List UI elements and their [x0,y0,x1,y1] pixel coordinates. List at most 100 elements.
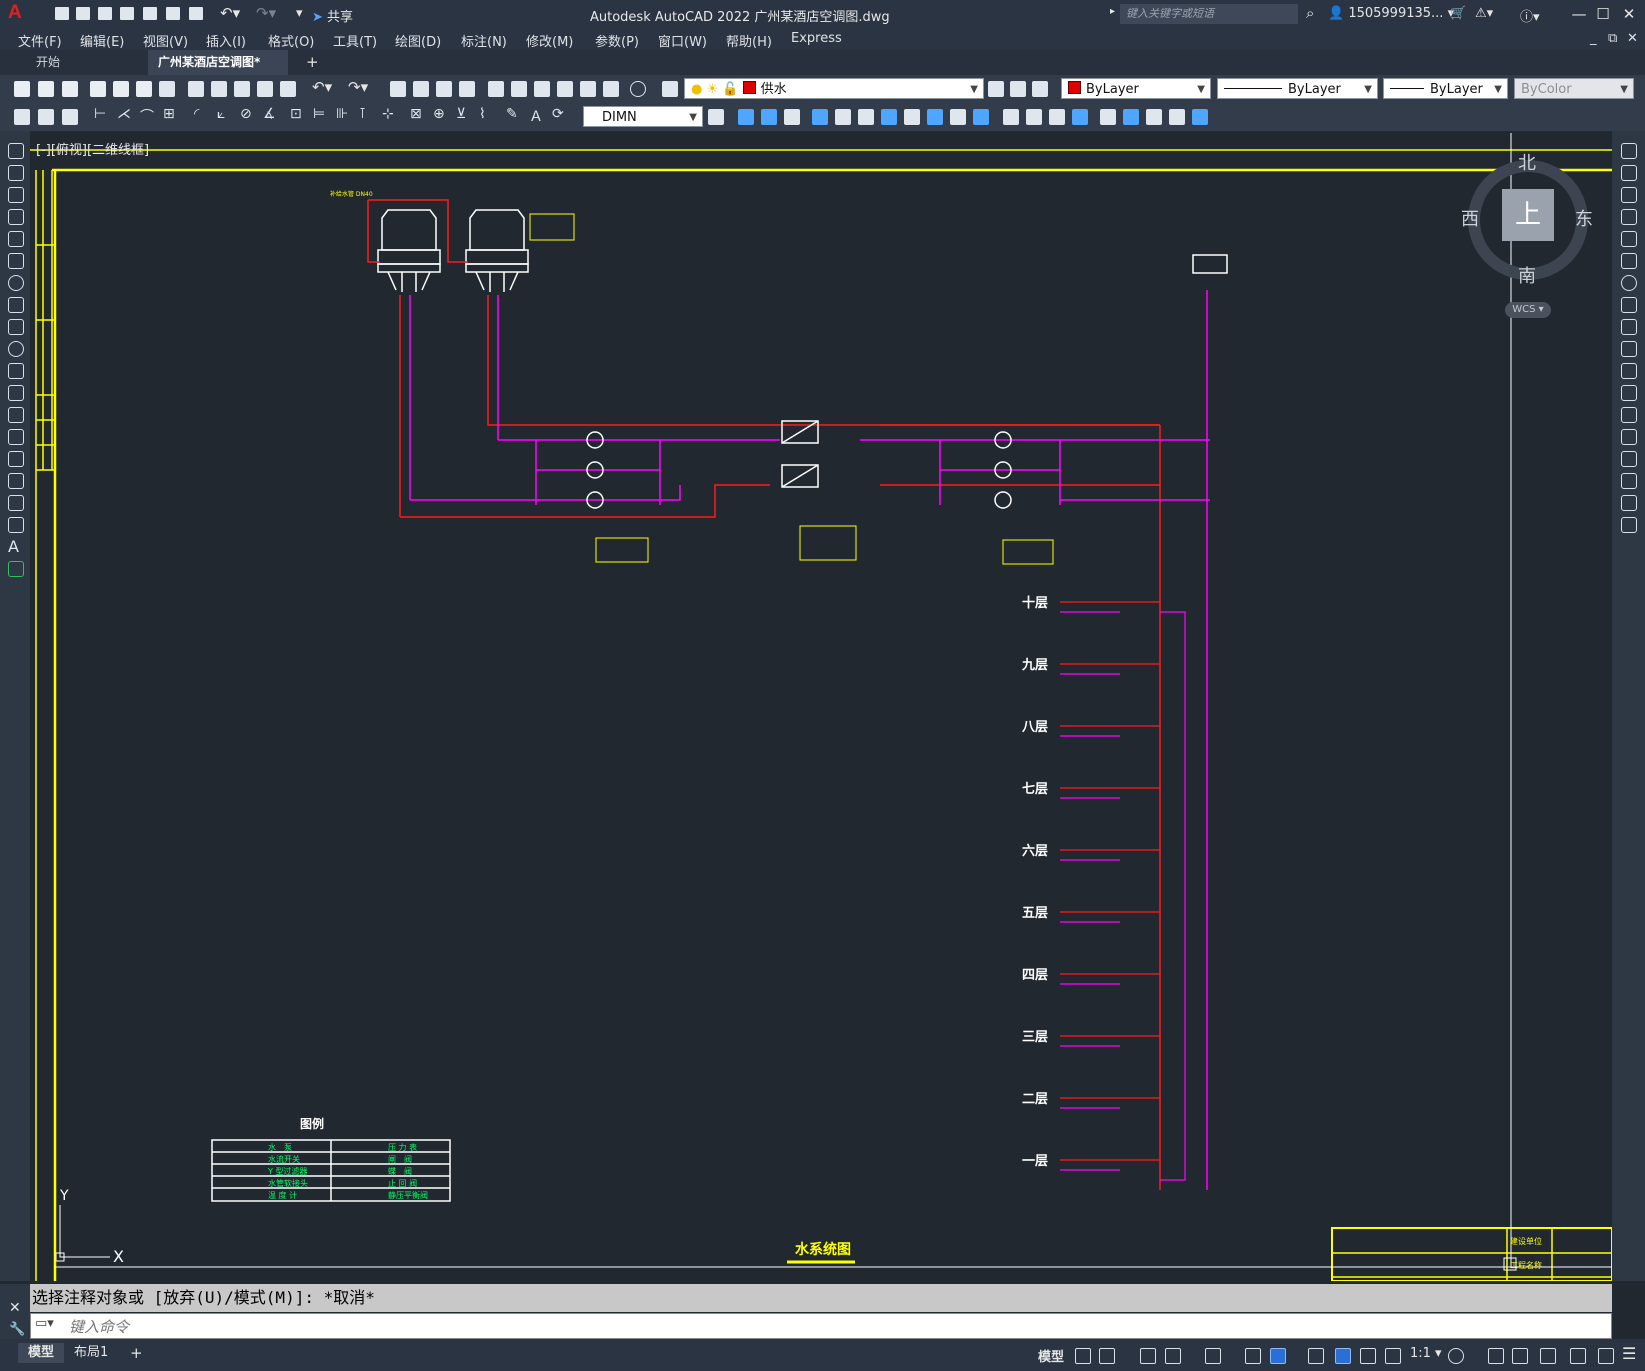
minimize-button[interactable]: — [1571,5,1587,23]
layer-walk-icon[interactable] [62,109,78,125]
new-file-icon[interactable] [55,7,69,20]
compass-south[interactable]: 南 [1518,266,1536,287]
move-icon[interactable] [858,109,874,125]
menu-file[interactable]: 文件(F) [18,35,62,50]
angular-dim-icon[interactable]: ∡ [263,106,276,122]
arc-icon[interactable] [8,253,24,269]
extend-icon[interactable] [973,109,989,125]
stretch-icon[interactable] [927,109,943,125]
publish-icon[interactable] [136,81,152,97]
3d-print-icon[interactable] [159,81,175,97]
draworder-icon[interactable] [1123,109,1139,125]
menu-insert[interactable]: 插入(I) [206,35,246,50]
explode-icon[interactable] [1100,109,1116,125]
wcs-menu[interactable]: WCS ▾ [1505,302,1551,318]
ordinate-dim-icon[interactable]: ⊞ [163,106,175,122]
scale-icon[interactable] [904,109,920,125]
center-mark-icon[interactable]: ⊕ [433,106,445,122]
menu-dimension[interactable]: 标注(N) [461,35,507,50]
auto-scale-icon[interactable] [1360,1348,1376,1364]
menu-format[interactable]: 格式(O) [268,35,315,50]
text-front-icon[interactable] [1192,109,1208,125]
customization-menu-icon[interactable]: ☰ [1622,1344,1637,1363]
continue-dim-icon[interactable]: ⊪ [336,106,349,122]
save-icon[interactable] [62,81,78,97]
radius-dim-icon[interactable]: ◜ [194,106,200,122]
menu-draw[interactable]: 绘图(D) [395,35,442,50]
fullscreen-icon[interactable] [1598,1348,1614,1364]
units-icon[interactable] [1512,1348,1528,1364]
quick-dim-icon[interactable]: ⊡ [290,106,302,122]
dim-style-icon[interactable] [708,109,724,125]
workspace-icon[interactable] [14,109,30,125]
break-icon[interactable] [1003,109,1019,125]
object-snap-icon[interactable] [1270,1348,1286,1364]
tool-palettes-icon[interactable] [534,81,550,97]
revcloud-icon[interactable] [8,297,24,313]
annotation-monitor-icon[interactable] [1488,1348,1504,1364]
scale-dropdown[interactable]: 1:1 ▾ [1410,1346,1442,1361]
join-icon[interactable] [1026,109,1042,125]
dim-space-icon[interactable]: ⊺ [359,106,367,122]
chamfer-icon[interactable] [1621,451,1637,467]
layer-match-icon[interactable] [1010,81,1026,97]
customize-icon[interactable]: 🔧 [9,1322,26,1337]
sheet-set-icon[interactable] [557,81,573,97]
construction-line-icon[interactable] [8,165,24,181]
join-icon[interactable] [1621,429,1637,445]
aligned-dim-icon[interactable]: ⋌ [117,106,131,122]
plot-icon[interactable] [90,81,106,97]
plot-icon[interactable] [189,7,203,20]
add-selected-icon[interactable] [8,561,24,577]
jogged-linear-icon[interactable]: ⌇ [479,106,486,122]
autocad-logo-icon[interactable]: A [8,2,22,23]
grid-icon[interactable] [1075,1348,1091,1364]
compass-west[interactable]: 西 [1461,209,1479,230]
point-icon[interactable] [8,429,24,445]
open-icon[interactable] [38,81,54,97]
lineweight-icon[interactable] [1308,1348,1324,1364]
dimstyle-dropdown[interactable]: DIMN ▼ [583,106,703,127]
menu-view[interactable]: 视图(V) [143,35,189,50]
erase-icon[interactable] [1621,143,1637,159]
menu-express[interactable]: Express [791,31,842,46]
arc-length-dim-icon[interactable]: ⌒ [140,109,154,125]
baseline-dim-icon[interactable]: ⊨ [313,106,326,122]
blend-curves-icon[interactable] [1621,495,1637,511]
block-editor-icon[interactable] [280,81,296,97]
tab-model[interactable]: 模型 [18,1343,65,1363]
erase-icon[interactable] [738,109,754,125]
color-dropdown[interactable]: ByLayer ▼ [1061,78,1211,99]
copy-object-icon[interactable] [761,109,777,125]
trim-icon[interactable] [1621,341,1637,357]
menu-tools[interactable]: 工具(T) [333,35,378,50]
help-icon[interactable] [630,81,646,97]
zoom-realtime-icon[interactable] [413,81,429,97]
ellipse-icon[interactable] [8,341,24,357]
search-input[interactable]: 键入关键字或短语 [1120,4,1298,24]
object-snap-tracking-icon[interactable] [1245,1348,1261,1364]
isodraft-icon[interactable] [1205,1348,1221,1364]
expand-search-icon[interactable]: ▸ [1110,6,1116,17]
polyline-icon[interactable] [8,187,24,203]
zoom-window-icon[interactable] [436,81,452,97]
command-line[interactable]: ▭▾ [30,1313,1612,1339]
autodesk-app-icon[interactable]: ⚠▾ [1475,6,1494,21]
layer-states-icon[interactable] [38,109,54,125]
array-icon[interactable] [835,109,851,125]
drawing-svg[interactable]: 补给水管 DN40 [30,133,1612,1281]
zoom-previous-icon[interactable] [459,81,475,97]
compass-east[interactable]: 东 [1575,209,1593,230]
tab-layout1[interactable]: 布局1 [74,1345,109,1360]
menu-help[interactable]: 帮助(H) [726,35,772,50]
annotation-scale-icon[interactable] [1385,1348,1401,1364]
scale-icon[interactable] [1621,297,1637,313]
properties-icon[interactable] [488,81,504,97]
workspace-gear-icon[interactable] [1448,1348,1464,1364]
pan-icon[interactable] [390,81,406,97]
bring-front-icon[interactable] [1146,109,1162,125]
make-current-layer-icon[interactable] [988,81,1004,97]
paste-icon[interactable] [234,81,250,97]
command-line-grip[interactable]: ✕ 🔧 [0,1284,30,1339]
menu-window[interactable]: 窗口(W) [658,35,707,50]
